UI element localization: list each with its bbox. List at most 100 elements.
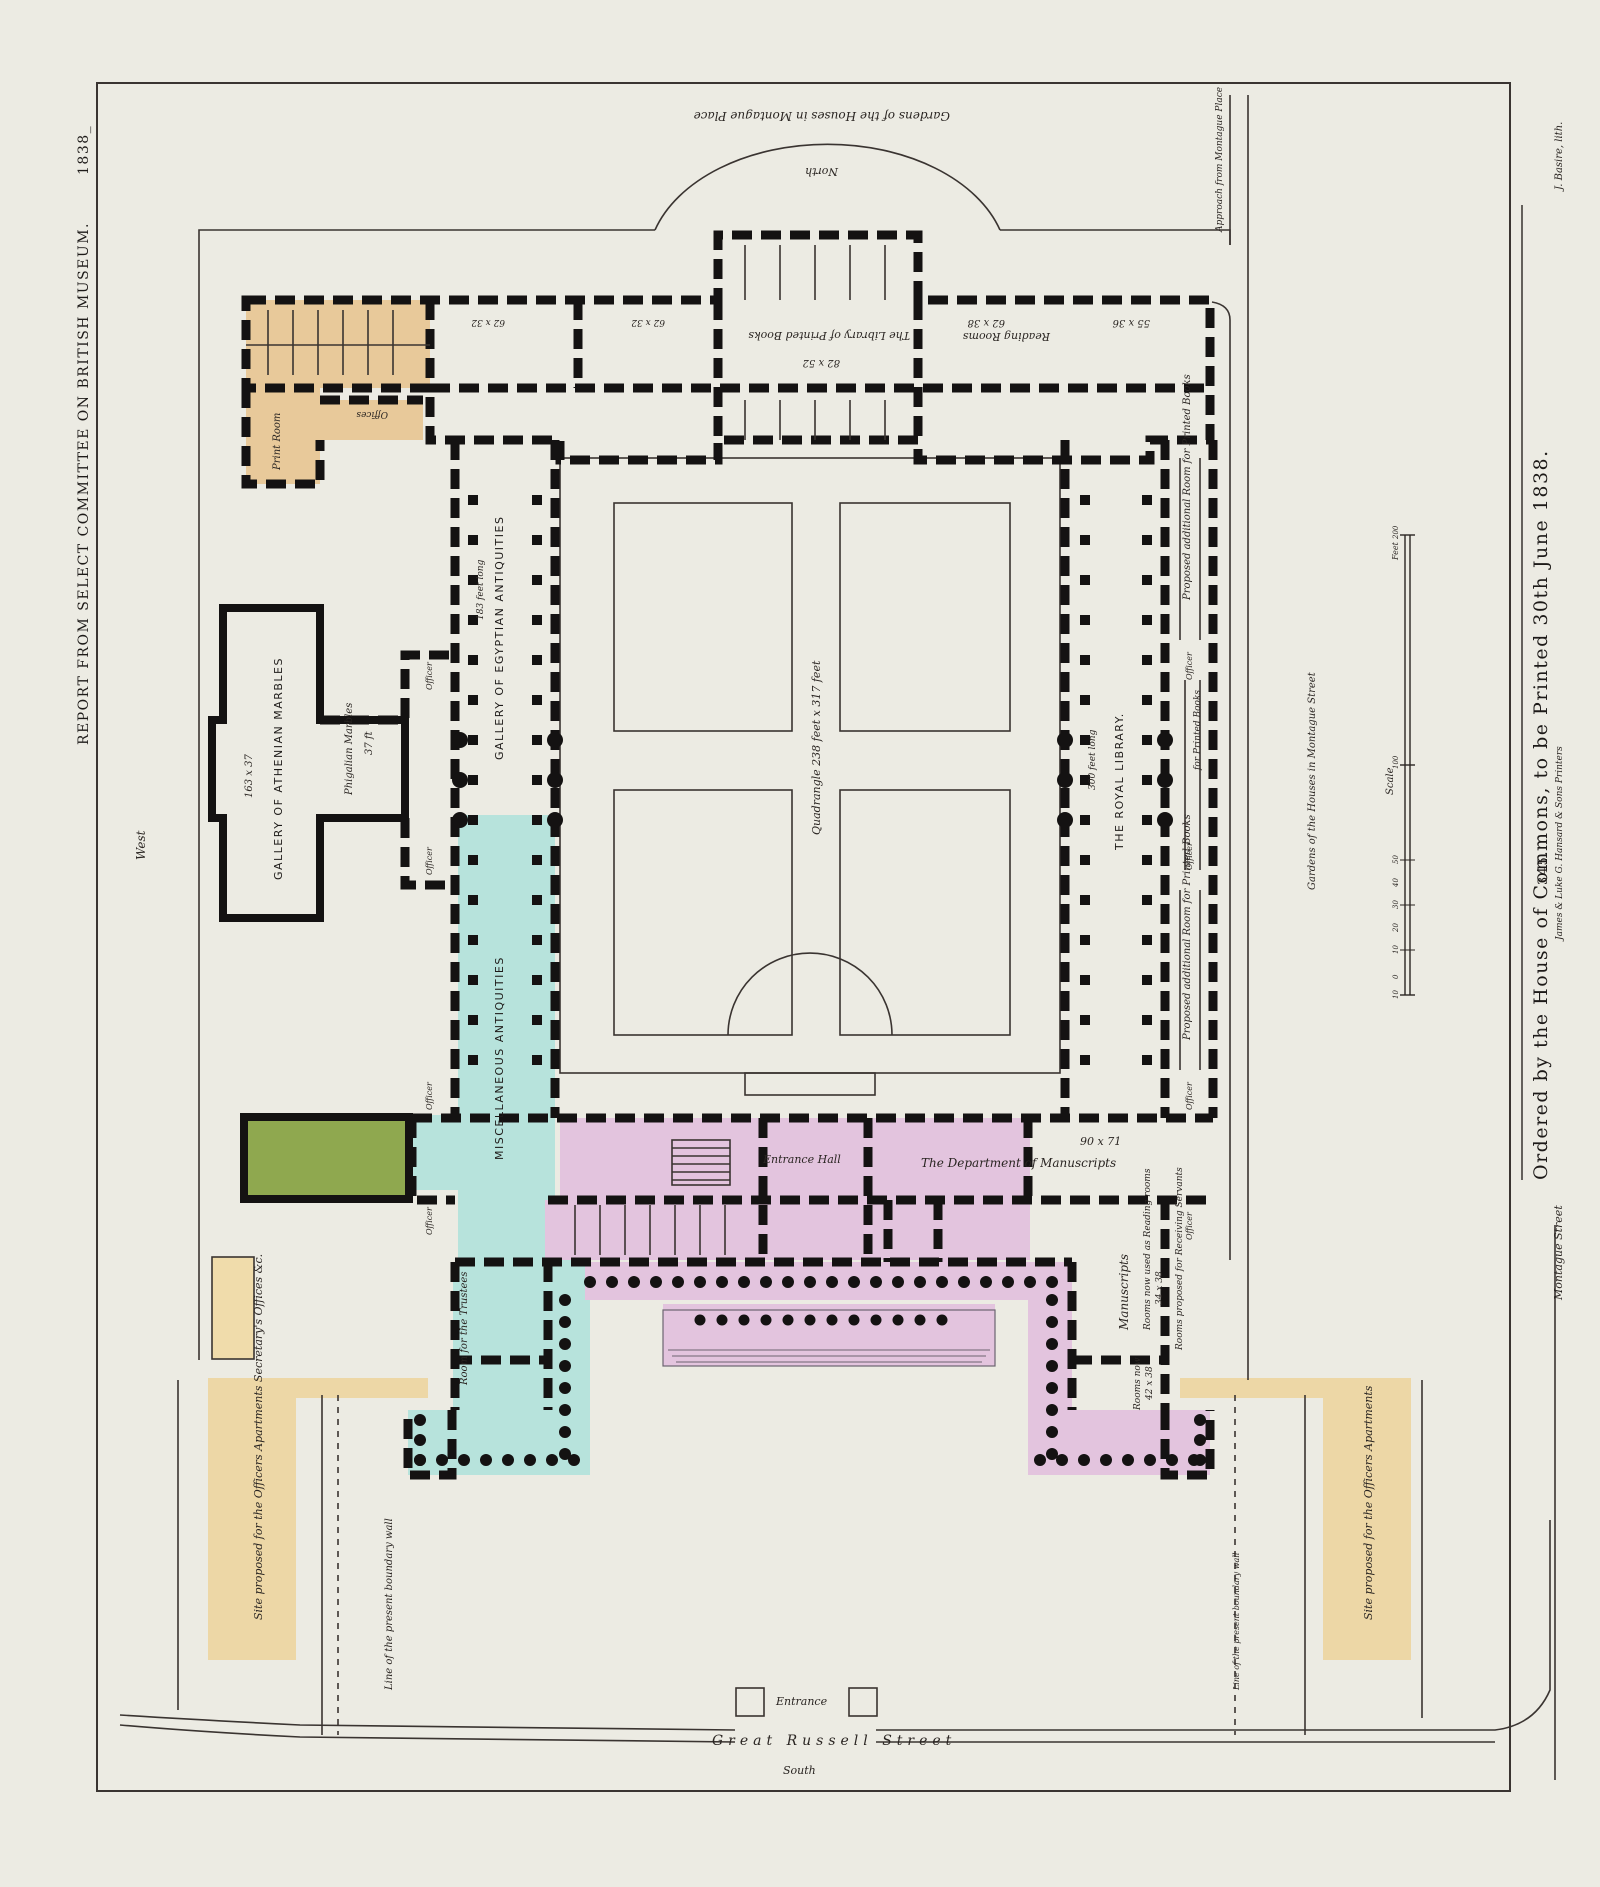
colonnade-column — [568, 1454, 580, 1466]
sheet-number: 345. — [1536, 850, 1551, 885]
north-gardens-label: Gardens of the Houses in Montague Place — [694, 109, 950, 123]
colonnade-column — [628, 1276, 640, 1288]
colonnade-column — [559, 1404, 571, 1416]
tan-annex-outline — [211, 1256, 255, 1360]
gallery-pier — [1142, 735, 1152, 745]
east-wing-walls — [1067, 1200, 1215, 1480]
gallery-pier — [1142, 655, 1152, 665]
orange-wash-offices — [318, 400, 423, 440]
colonnade-column — [1046, 1316, 1058, 1328]
colonnade-column — [559, 1382, 571, 1394]
colonnade-column — [694, 1314, 706, 1326]
gallery-pier — [1080, 935, 1090, 945]
athenian-label: GALLERY OF ATHENIAN MARBLES — [272, 657, 285, 880]
scale-tick-label: 100 — [1392, 755, 1400, 769]
gallery-pier — [1080, 855, 1090, 865]
staircase — [671, 1139, 731, 1186]
scale-tick-label: 20 — [1392, 923, 1400, 933]
east-gardens-label: Gardens of the Houses in Montague Street — [1307, 671, 1318, 890]
east-presses — [1179, 458, 1201, 1070]
gallery-pier — [532, 655, 542, 665]
round-pier — [547, 812, 563, 828]
colonnade-column — [1056, 1454, 1068, 1466]
north-label: North — [805, 165, 839, 178]
scale-tick-label: 200 — [1392, 525, 1400, 540]
quad-lawn-nw — [613, 502, 793, 732]
colonnade-column — [1194, 1414, 1206, 1426]
colonnade-column — [1034, 1454, 1046, 1466]
report-title: REPORT FROM SELECT COMMITTEE ON BRITISH … — [76, 222, 92, 745]
gallery-pier — [468, 895, 478, 905]
scale-tick-label: 30 — [1392, 900, 1400, 909]
tan-site-west-top — [208, 1378, 428, 1398]
phigalian-size: 37 ft — [364, 730, 375, 755]
colonnade-column — [559, 1448, 571, 1460]
misc-label: MISCELLANEOUS ANTIQUITIES — [493, 956, 506, 1160]
printed-books-small-label: for Printed Books — [1193, 690, 1203, 771]
colonnade-column — [914, 1314, 926, 1326]
gallery-pier — [1080, 735, 1090, 745]
additional-bottom-label: Proposed additional Room for Printed Boo… — [1182, 814, 1193, 1041]
round-pier — [547, 772, 563, 788]
reading-now-size: 34 x 38 — [1155, 1271, 1165, 1305]
colonnade-column — [559, 1360, 571, 1372]
officer-label-1: Officer — [425, 661, 434, 690]
egyptian-length: 183 feet long — [476, 559, 486, 620]
gallery-pier — [1142, 535, 1152, 545]
colonnade-column — [414, 1434, 426, 1446]
colonnade-column — [1100, 1454, 1112, 1466]
gallery-pier — [532, 735, 542, 745]
print-room-label: Print Room — [272, 413, 283, 471]
printed-books-size: 82 x 52 — [803, 357, 840, 368]
montague-street-label: Montague Street — [1552, 1205, 1565, 1301]
gallery-pier — [468, 575, 478, 585]
gallery-pier — [468, 1015, 478, 1025]
colonnade-column — [892, 1314, 904, 1326]
colonnade-column — [936, 1314, 948, 1326]
quad-apse — [727, 952, 893, 1036]
scale-title: Scale — [1385, 767, 1396, 795]
receiving-label: Rooms proposed for Receiving Servants — [1175, 1167, 1185, 1351]
north-bays — [246, 245, 886, 440]
colonnade-column — [1144, 1454, 1156, 1466]
colonnade-column — [1078, 1454, 1090, 1466]
green-block — [240, 1113, 413, 1203]
colonnade-column — [1046, 1404, 1058, 1416]
round-pier — [1157, 812, 1173, 828]
site-east-label: Site proposed for the Officers Apartment… — [1362, 1385, 1375, 1620]
gallery-pier — [468, 695, 478, 705]
colonnade-column — [804, 1314, 816, 1326]
round-pier — [547, 732, 563, 748]
colonnade-column — [414, 1414, 426, 1426]
russell-line-2 — [119, 1724, 1495, 1743]
gallery-pier — [468, 855, 478, 865]
manuscripts-side-label: Manuscripts — [1117, 1254, 1131, 1331]
gallery-pier — [532, 855, 542, 865]
gallery-pier — [1142, 575, 1152, 585]
colonnade-column — [559, 1294, 571, 1306]
colonnade-column — [559, 1426, 571, 1438]
gallery-pier — [532, 815, 542, 825]
colonnade-column — [672, 1276, 684, 1288]
reading-rooms-label: Reading Rooms — [963, 330, 1051, 343]
north-range-walls — [241, 230, 1215, 465]
quad-lawn-sw — [613, 789, 793, 1036]
scale-tick-label: 40 — [1392, 878, 1400, 888]
gallery-pier — [468, 935, 478, 945]
gallery-pier — [468, 815, 478, 825]
entrance-hall-label: Entrance Hall — [762, 1153, 841, 1166]
colonnade-column — [870, 1314, 882, 1326]
officer-label-6: Officer — [1185, 841, 1194, 870]
gallery-pier — [1142, 495, 1152, 505]
colonnade-column — [1046, 1294, 1058, 1306]
quad-lawn-se — [839, 789, 1011, 1036]
phigalian-walls — [320, 650, 455, 890]
gallery-pier — [1080, 815, 1090, 825]
colonnade-column — [738, 1314, 750, 1326]
portico-steps — [662, 1309, 996, 1367]
colonnade-column — [606, 1276, 618, 1288]
entrance-gate-label: Entrance — [775, 1695, 828, 1708]
north-semicircle — [654, 143, 1001, 231]
officer-label-2: Officer — [425, 846, 434, 875]
great-russell-line — [119, 1520, 1551, 1731]
